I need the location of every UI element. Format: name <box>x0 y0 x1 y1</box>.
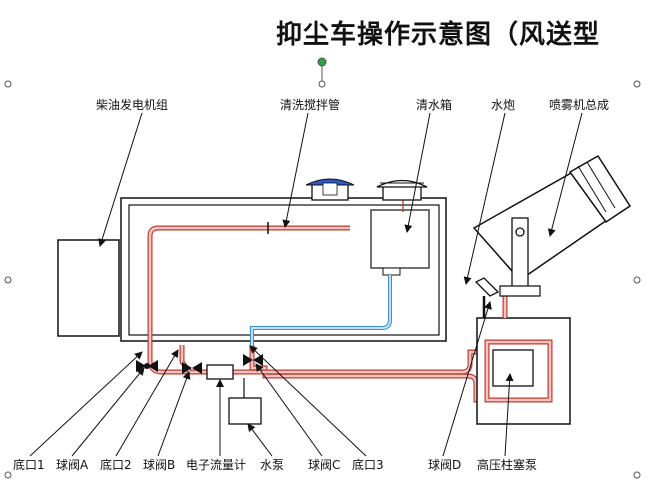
valve-b <box>182 362 202 374</box>
label-valve-c: 球阀C <box>308 458 341 472</box>
manhole-left <box>305 178 355 201</box>
water-cannon <box>474 277 500 318</box>
label-valve-b: 球阀B <box>143 458 176 472</box>
generator-box <box>57 239 120 337</box>
leader-lines <box>29 112 583 457</box>
label-pump: 水泵 <box>260 458 285 472</box>
mixer-pipe <box>147 222 350 350</box>
water-tank <box>370 186 430 276</box>
selection-handles <box>4 57 641 479</box>
label-valve-d: 球阀D <box>428 458 462 472</box>
label-water-cannon: 水炮 <box>491 98 516 112</box>
label-mixer-pipe: 清洗搅拌管 <box>280 98 341 112</box>
hp-pump-unit <box>476 287 571 425</box>
manhole-right <box>376 179 428 201</box>
water-supply-pipe <box>250 275 392 345</box>
label-outlet-2: 底口2 <box>100 458 132 472</box>
label-water-tank: 清水箱 <box>416 98 453 112</box>
label-outlet-1: 底口1 <box>13 458 45 472</box>
label-hp-pump: 高压柱塞泵 <box>477 458 538 472</box>
valve-c <box>243 354 263 366</box>
water-pump <box>228 378 262 425</box>
label-valve-a: 球阀A <box>56 458 89 472</box>
label-flowmeter: 电子流量计 <box>186 458 247 472</box>
sprayer-assembly <box>472 154 632 297</box>
rotate-handle <box>317 57 327 67</box>
label-sprayer: 喷雾机总成 <box>549 98 610 112</box>
flowmeter-body <box>206 364 234 380</box>
label-outlet-3: 底口3 <box>352 458 384 472</box>
diagram-title: 抑尘车操作示意图（风送型 <box>276 20 601 50</box>
label-generator: 柴油发电机组 <box>96 98 169 112</box>
